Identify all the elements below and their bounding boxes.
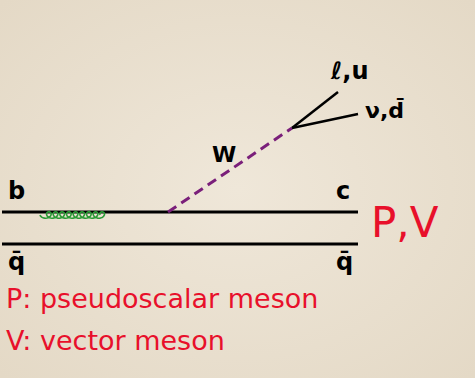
antiquark-line — [2, 243, 358, 246]
quark-label: b — [8, 178, 25, 204]
particle-label-anchor: ℓ,u — [331, 58, 369, 84]
antiquark-label: q̄ — [336, 249, 353, 275]
particle-label: ν,d̄ — [365, 99, 404, 123]
legend-note: V: vector meson — [6, 326, 225, 356]
meson-label: P,V — [371, 200, 438, 246]
antiquark-label-anchor: q̄ — [336, 249, 353, 275]
w-boson-line — [168, 128, 292, 212]
particle-label: ℓ,u — [331, 58, 369, 84]
legend-note-anchor: V: vector meson — [6, 326, 225, 356]
quark-label-anchor: c — [336, 178, 350, 204]
quark-label-anchor: b — [8, 178, 25, 204]
meson-label-anchor: P,V — [371, 200, 438, 246]
boson-label: W — [212, 143, 236, 167]
legend-note: P: pseudoscalar meson — [6, 284, 318, 314]
boson-label-anchor: W — [212, 143, 236, 167]
antiquark-label-anchor: q̄ — [8, 249, 25, 275]
gluon-coil — [40, 212, 104, 218]
legend-note-anchor: P: pseudoscalar meson — [6, 284, 318, 314]
quark-label: c — [336, 178, 350, 204]
particle-label-anchor: ν,d̄ — [365, 99, 404, 123]
gluon-path — [40, 212, 104, 218]
neutrino-line — [292, 114, 358, 128]
antiquark-label: q̄ — [8, 249, 25, 275]
